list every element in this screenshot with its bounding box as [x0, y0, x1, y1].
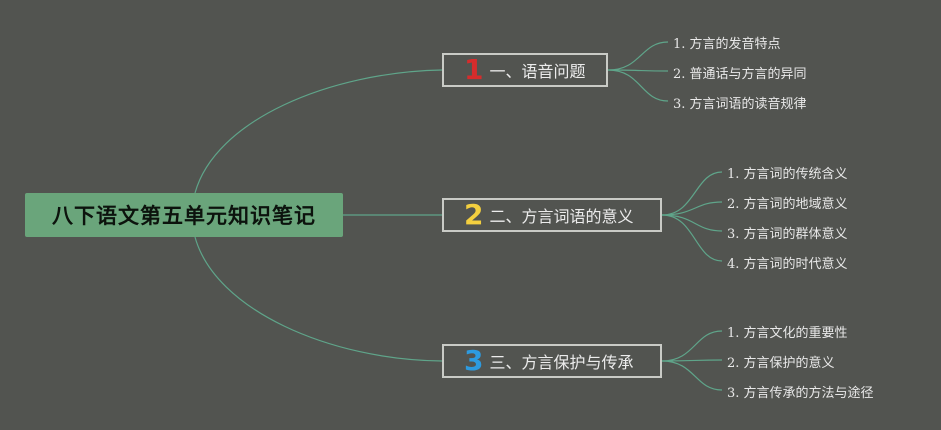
- leaf-3-3[interactable]: 3. 方言传承的方法与途径: [727, 386, 874, 401]
- leaf-1-3[interactable]: 3. 方言词语的读音规律: [673, 97, 807, 112]
- branch-1-label: 一、语音问题: [489, 62, 586, 81]
- link-branch-3-leaf-3: [661, 360, 723, 391]
- link-branch-1-leaf-3: [607, 69, 669, 102]
- leaf-3-2[interactable]: 2. 方言保护的意义: [727, 356, 835, 371]
- branch-3-number: 3: [464, 344, 484, 377]
- link-branch-2-leaf-4: [661, 214, 723, 262]
- link-root-branch-1: [194, 69, 443, 194]
- leaf-3-1[interactable]: 1. 方言文化的重要性: [727, 326, 848, 341]
- leaf-2-2[interactable]: 2. 方言词的地域意义: [727, 197, 848, 212]
- branch-2-label: 二、方言词语的意义: [489, 207, 634, 226]
- leaf-1-2[interactable]: 2. 普通话与方言的异同: [673, 67, 807, 82]
- link-branch-2-leaf-2: [661, 201, 723, 216]
- branch-1[interactable]: 1 一、语音问题: [442, 53, 608, 87]
- link-root-branch-3: [194, 236, 443, 362]
- branch-2-number: 2: [464, 198, 484, 231]
- leaf-2-3[interactable]: 3. 方言词的群体意义: [727, 227, 848, 242]
- branch-2[interactable]: 2 二、方言词语的意义: [442, 198, 662, 232]
- leaf-1-1[interactable]: 1. 方言的发音特点: [673, 37, 781, 52]
- leaf-2-1[interactable]: 1. 方言词的传统含义: [727, 167, 848, 182]
- link-branch-1-leaf-1: [607, 41, 669, 71]
- root-topic[interactable]: 八下语文第五单元知识笔记: [25, 193, 343, 237]
- leaf-2-4[interactable]: 4. 方言词的时代意义: [727, 257, 848, 272]
- link-branch-2-leaf-3: [661, 214, 723, 232]
- branch-3[interactable]: 3 三、方言保护与传承: [442, 344, 662, 378]
- link-branch-2-leaf-1: [661, 171, 723, 216]
- link-branch-3-leaf-1: [661, 330, 723, 362]
- branch-1-number: 1: [464, 53, 484, 86]
- branch-3-label: 三、方言保护与传承: [489, 353, 634, 372]
- root-topic-label: 八下语文第五单元知识笔记: [52, 204, 316, 228]
